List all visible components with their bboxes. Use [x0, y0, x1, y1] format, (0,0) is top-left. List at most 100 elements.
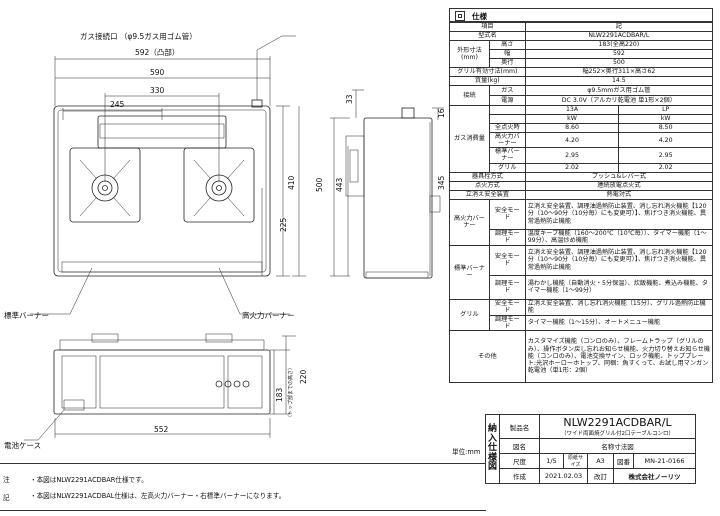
model-label: 型式名 — [449, 31, 526, 41]
header-note: 記 — [524, 22, 714, 32]
side-char-1: 納 — [488, 424, 498, 435]
grill-safe-mode: 安全モード — [488, 298, 526, 316]
other-text: カスタマイズ機能（コンロのみ）、フレームトラップ（グリルのみ）、操作ボタン戻し忘… — [524, 329, 714, 383]
section-icon — [455, 11, 465, 21]
consumption-label: ガス消費量 — [449, 105, 490, 173]
dim-225: 225 — [279, 217, 288, 232]
side-char-5: 図 — [488, 462, 498, 473]
created-value: 2021.02.03 — [539, 468, 589, 484]
total-13a: 8.60 — [524, 123, 620, 133]
high-conv-text: 温度キープ機能（160～200℃（10℃毎））、タイマー機能（1～99分）、高温… — [524, 228, 714, 246]
total-lp: 8.50 — [618, 123, 713, 133]
grill-label: グリル — [488, 162, 526, 173]
size-value: A3 — [587, 453, 615, 469]
unit-kw-13a: kW — [524, 114, 620, 124]
front-view-outline — [53, 349, 271, 415]
col-lp: LP — [618, 105, 713, 115]
dim-410: 410 — [287, 175, 296, 190]
ignition-label: 点火方式 — [449, 180, 526, 191]
dim-245: 245 — [110, 100, 125, 109]
dim-183: 183 — [275, 387, 284, 402]
depth-label: 奥行 — [488, 58, 526, 68]
notes-label-2: 記 — [3, 494, 10, 502]
std-lp: 2.95 — [618, 147, 713, 164]
product-sub: （ワイド両面焼グリル付2口テーブルコンロ） — [560, 431, 675, 437]
connect-label: 接続 — [449, 85, 490, 106]
mass-value: 14.5 — [524, 76, 714, 86]
safety-value: 熱電対式 — [524, 189, 714, 200]
side-char-2: 入 — [488, 433, 498, 444]
height-label: 高さ — [488, 40, 526, 50]
side-view-outline — [363, 117, 433, 279]
other-label: その他 — [449, 329, 526, 383]
dim-220: 220 — [299, 369, 308, 384]
gas-label: ガス — [488, 85, 526, 96]
drawing-name-value: 名称寸法図 — [539, 438, 697, 454]
dim-500: 500 — [315, 177, 324, 192]
outer-dim-label: 外形寸法(mm) — [449, 40, 490, 68]
product-cell: NLW2291ACDBAR/L （ワイド両面焼グリル付2口テーブルコンロ） — [539, 414, 697, 439]
grill-dim-value: 幅252×奥行311×高さ62 — [524, 67, 714, 77]
dim-16: 16 — [437, 108, 446, 118]
company-name: 株式会社ノーリツ — [613, 468, 697, 484]
scale-value: 1/5 — [539, 453, 565, 469]
dim-183-note: （トップ部までの高さ） — [287, 365, 294, 420]
safety-label: 立消え安全装置 — [449, 189, 526, 200]
drawing-name-label: 図名 — [499, 438, 541, 454]
spec-header: 仕様 — [449, 8, 713, 22]
dim-590: 590 — [150, 68, 165, 77]
high-label: 高火力バーナー — [488, 131, 526, 149]
model-value: NLW2291ACDBAR/L — [524, 31, 714, 41]
grill-lp: 2.02 — [618, 162, 713, 173]
operation-label: 器具栓方式 — [449, 171, 526, 182]
notes-label-1: 注 — [3, 476, 10, 484]
title-side-label: 納 入 仕 様 図 — [484, 414, 501, 484]
grill-13a: 2.02 — [524, 162, 620, 173]
std-conv-text: 湯わかし機能（自動消火・5分保温）、炊飯機能、煮込み機能、タイマー機能（1～99… — [524, 274, 714, 300]
size-label: 原紙サイズ — [563, 453, 589, 469]
height-value: 183(全高220) — [524, 40, 714, 50]
high-conv-mode: 調理モード — [488, 228, 526, 246]
width-label: 幅 — [488, 49, 526, 59]
technical-drawing: ガス接続口 （φ9.5ガス用ゴム管） 592（凸部） 590 330 245 4… — [4, 31, 446, 450]
top-view-outline — [53, 105, 271, 277]
scale-label: 尺度 — [499, 453, 541, 469]
total-label: 全点火時 — [488, 123, 526, 133]
dim-592: 592（凸部） — [135, 47, 179, 57]
grill-conv-mode: 調理モード — [488, 314, 526, 331]
grill-row-label: グリル — [449, 298, 490, 331]
std-safe-text: 立消え安全装置、調理油過熱防止装置、消し忘れ消火機能【120分（10～90分（1… — [524, 244, 714, 276]
std-label: 標準バーナー — [488, 147, 526, 164]
standard-burner-label: 標準バーナー — [4, 310, 49, 320]
grill-conv-text: タイマー機能（1～15分）、オートメニュー機能 — [524, 314, 714, 331]
high-lp: 4.20 — [618, 131, 713, 149]
gas-inlet-label: ガス接続口 （φ9.5ガス用ゴム管） — [80, 31, 197, 41]
power-value: DC 3.0V（アルカリ乾電池 単1形×2個） — [524, 95, 714, 106]
side-char-3: 仕 — [488, 443, 498, 454]
side-char-4: 様 — [488, 452, 498, 463]
unit-kw-lp: kW — [618, 114, 713, 124]
grill-safe-text: 立消え安全装置、消し忘れ消火機能（15分）、グリル過熱防止機能 — [524, 298, 714, 316]
dim-443: 443 — [335, 177, 344, 192]
number-value: MN-21-0166 — [633, 453, 697, 469]
created-label: 作成 — [499, 468, 541, 484]
high-safe-text: 立消え安全装置、調理油過熱防止装置、消し忘れ消火機能【120分（10～90分（1… — [524, 198, 714, 230]
note-line-2: ・本図はNLW2291ACDBAL仕様は、左高火力バーナー・右標準バーナーになり… — [30, 492, 286, 500]
header-item: 項目 — [449, 22, 526, 32]
high-burner-label: 高火力バーナー — [242, 310, 295, 320]
number-label: 図番 — [613, 453, 635, 469]
dim-330: 330 — [150, 86, 165, 95]
high-13a: 4.20 — [524, 131, 620, 149]
high-safe-mode: 安全モード — [488, 198, 526, 230]
title-block: 納 入 仕 様 図 製品名 NLW2291ACDBAR/L （ワイド両面焼グリル… — [484, 414, 697, 484]
notes-section: 注 記 ・本図はNLW2291ACDBAR仕様です。 ・本図はNLW2291AC… — [0, 463, 486, 511]
depth-value: 500 — [524, 58, 714, 68]
gas-value: φ9.5mmガス用ゴム管 — [524, 85, 714, 96]
width-value: 592 — [524, 49, 714, 59]
battery-case-label: 電池ケース — [4, 440, 41, 450]
note-line-1: ・本図はNLW2291ACDBAR仕様です。 — [30, 476, 148, 484]
high-burner-row-label: 高火力バーナー — [449, 198, 490, 246]
std-burner-row-label: 標準バーナー — [449, 244, 490, 300]
